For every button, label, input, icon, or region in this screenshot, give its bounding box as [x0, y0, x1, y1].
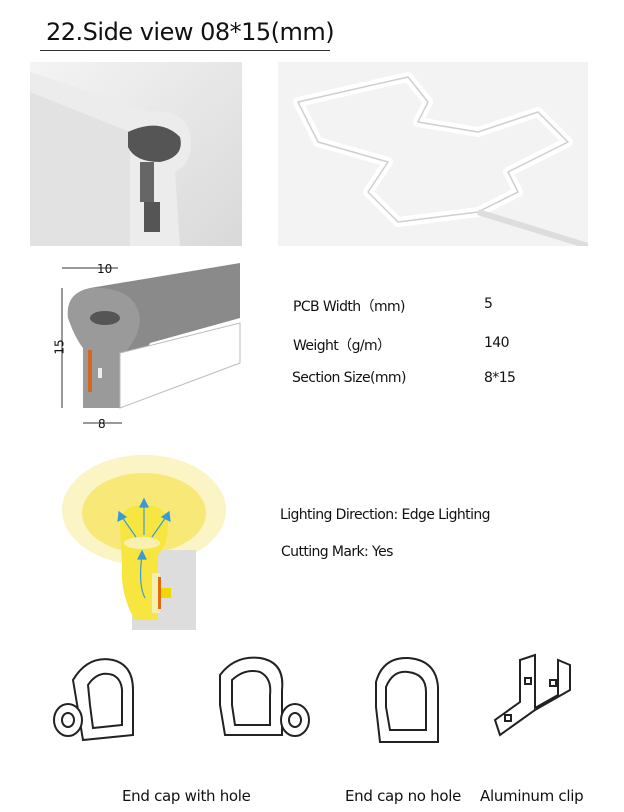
cutting-mark: Cutting Mark: Yes	[281, 544, 393, 560]
caption-end-cap-no-hole: End cap no hole	[345, 787, 462, 805]
profile-photo	[30, 62, 242, 246]
end-cap-with-hole-left-icon	[53, 658, 134, 742]
caption-end-cap-with-hole: End cap with hole	[122, 787, 251, 805]
spec-value-section-size: 8*15	[484, 370, 516, 386]
dim-width: 10	[97, 262, 113, 276]
spec-value-pcb-width: 5	[484, 296, 493, 312]
lighting-direction: Lighting Direction: Edge Lighting	[280, 507, 491, 523]
end-cap-with-hole-right-icon	[219, 656, 310, 737]
spec-value-weight: 140	[484, 335, 510, 351]
lighting-diagram	[62, 455, 226, 630]
spec-label-section-size: Section Size(mm)	[292, 370, 406, 386]
bent-strip-photo	[278, 62, 588, 246]
page-title: 22.Side view 08*15(mm)	[46, 18, 335, 46]
title-underline	[40, 50, 330, 51]
dim-bottom: 8	[98, 417, 106, 431]
aluminum-clip-icon	[493, 653, 571, 737]
end-cap-no-hole-icon	[375, 656, 439, 743]
caption-aluminum-clip: Aluminum clip	[480, 787, 584, 805]
dimension-drawing	[61, 263, 241, 424]
spec-label-pcb-width: PCB Width（mm)	[293, 299, 405, 315]
spec-label-weight: Weight（g/m）	[293, 338, 391, 354]
dim-height: 15	[52, 339, 67, 355]
